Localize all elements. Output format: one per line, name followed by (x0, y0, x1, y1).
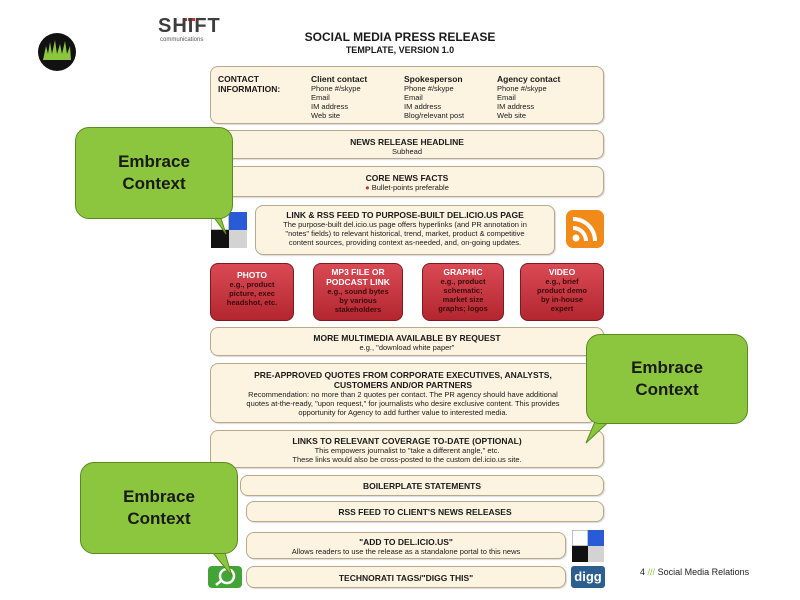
media-video-box: VIDEO e.g., brief product demo by in-hou… (520, 263, 604, 321)
technorati-icon (208, 566, 242, 588)
headline-box: NEWS RELEASE HEADLINE Subhead (210, 130, 604, 159)
link-rss-title: LINK & RSS FEED TO PURPOSE-BUILT DEL.ICI… (286, 210, 524, 220)
contact-column-spokesperson: Spokesperson Phone #/skype Email IM addr… (404, 74, 465, 120)
callout-embrace-context-2: Embrace Context (586, 334, 748, 424)
page-title-line1: SOCIAL MEDIA PRESS RELEASE (304, 30, 496, 44)
media-mp3-box: MP3 FILE OR PODCAST LINK e.g., sound byt… (313, 263, 403, 321)
contact-column-client: Client contact Phone #/skype Email IM ad… (311, 74, 368, 120)
contact-column-agency: Agency contact Phone #/skype Email IM ad… (497, 74, 561, 120)
delicious-icon-bottom (571, 529, 604, 562)
footer: 4 /// Social Media Relations (640, 567, 790, 577)
rss-feed-box: RSS FEED TO CLIENT'S NEWS RELEASES (246, 501, 604, 522)
contact-info-box: CONTACT INFORMATION: Client contact Phon… (210, 66, 604, 124)
bullet-icon: ● (365, 183, 370, 192)
multimedia-title: MORE MULTIMEDIA AVAILABLE BY REQUEST (313, 333, 501, 343)
add-delicious-box: "ADD TO DEL.ICIO.US" Allows readers to u… (246, 532, 566, 559)
multimedia-sub: e.g., "download white paper" (359, 343, 455, 352)
shift-logo-sub: communications (160, 37, 204, 43)
technorati-box: TECHNORATI TAGS/"DIGG THIS" (246, 566, 566, 588)
media-graphic-box: GRAPHIC e.g., product schematic; market … (422, 263, 504, 321)
multimedia-box: MORE MULTIMEDIA AVAILABLE BY REQUEST e.g… (210, 327, 604, 356)
shift-logo: SHIFT communications (158, 10, 228, 44)
digg-icon: digg (571, 566, 605, 588)
rss-icon (566, 210, 604, 248)
footer-separator: /// (647, 567, 656, 577)
link-rss-box: LINK & RSS FEED TO PURPOSE-BUILT DEL.ICI… (255, 205, 555, 255)
core-news-title: CORE NEWS FACTS (365, 173, 449, 183)
shift-logo-dots-icon (184, 10, 198, 21)
media-photo-box: PHOTO e.g., product picture, exec headsh… (210, 263, 294, 321)
page-title-line2: TEMPLATE, VERSION 1.0 (345, 45, 455, 55)
hands-logo-icon (37, 32, 77, 72)
footer-text: Social Media Relations (657, 567, 750, 577)
core-news-sub: ● Bullet-points preferable (365, 183, 449, 192)
page-title: SOCIAL MEDIA PRESS RELEASE TEMPLATE, VER… (250, 30, 550, 55)
callout-embrace-context-1: Embrace Context (75, 127, 233, 219)
callout-embrace-context-3: Embrace Context (80, 462, 238, 554)
headline-title: NEWS RELEASE HEADLINE (350, 137, 464, 147)
shift-logo-brand: SHIFT (158, 15, 221, 37)
page-number: 4 (640, 567, 646, 577)
quotes-box: PRE-APPROVED QUOTES FROM CORPORATE EXECU… (210, 363, 596, 423)
contact-label: CONTACT INFORMATION: (218, 74, 281, 94)
boilerplate-box: BOILERPLATE STATEMENTS (240, 475, 604, 496)
headline-sub: Subhead (391, 147, 423, 156)
core-news-box: CORE NEWS FACTS ● Bullet-points preferab… (210, 166, 604, 197)
coverage-links-box: LINKS TO RELEVANT COVERAGE TO-DATE (OPTI… (210, 430, 604, 468)
